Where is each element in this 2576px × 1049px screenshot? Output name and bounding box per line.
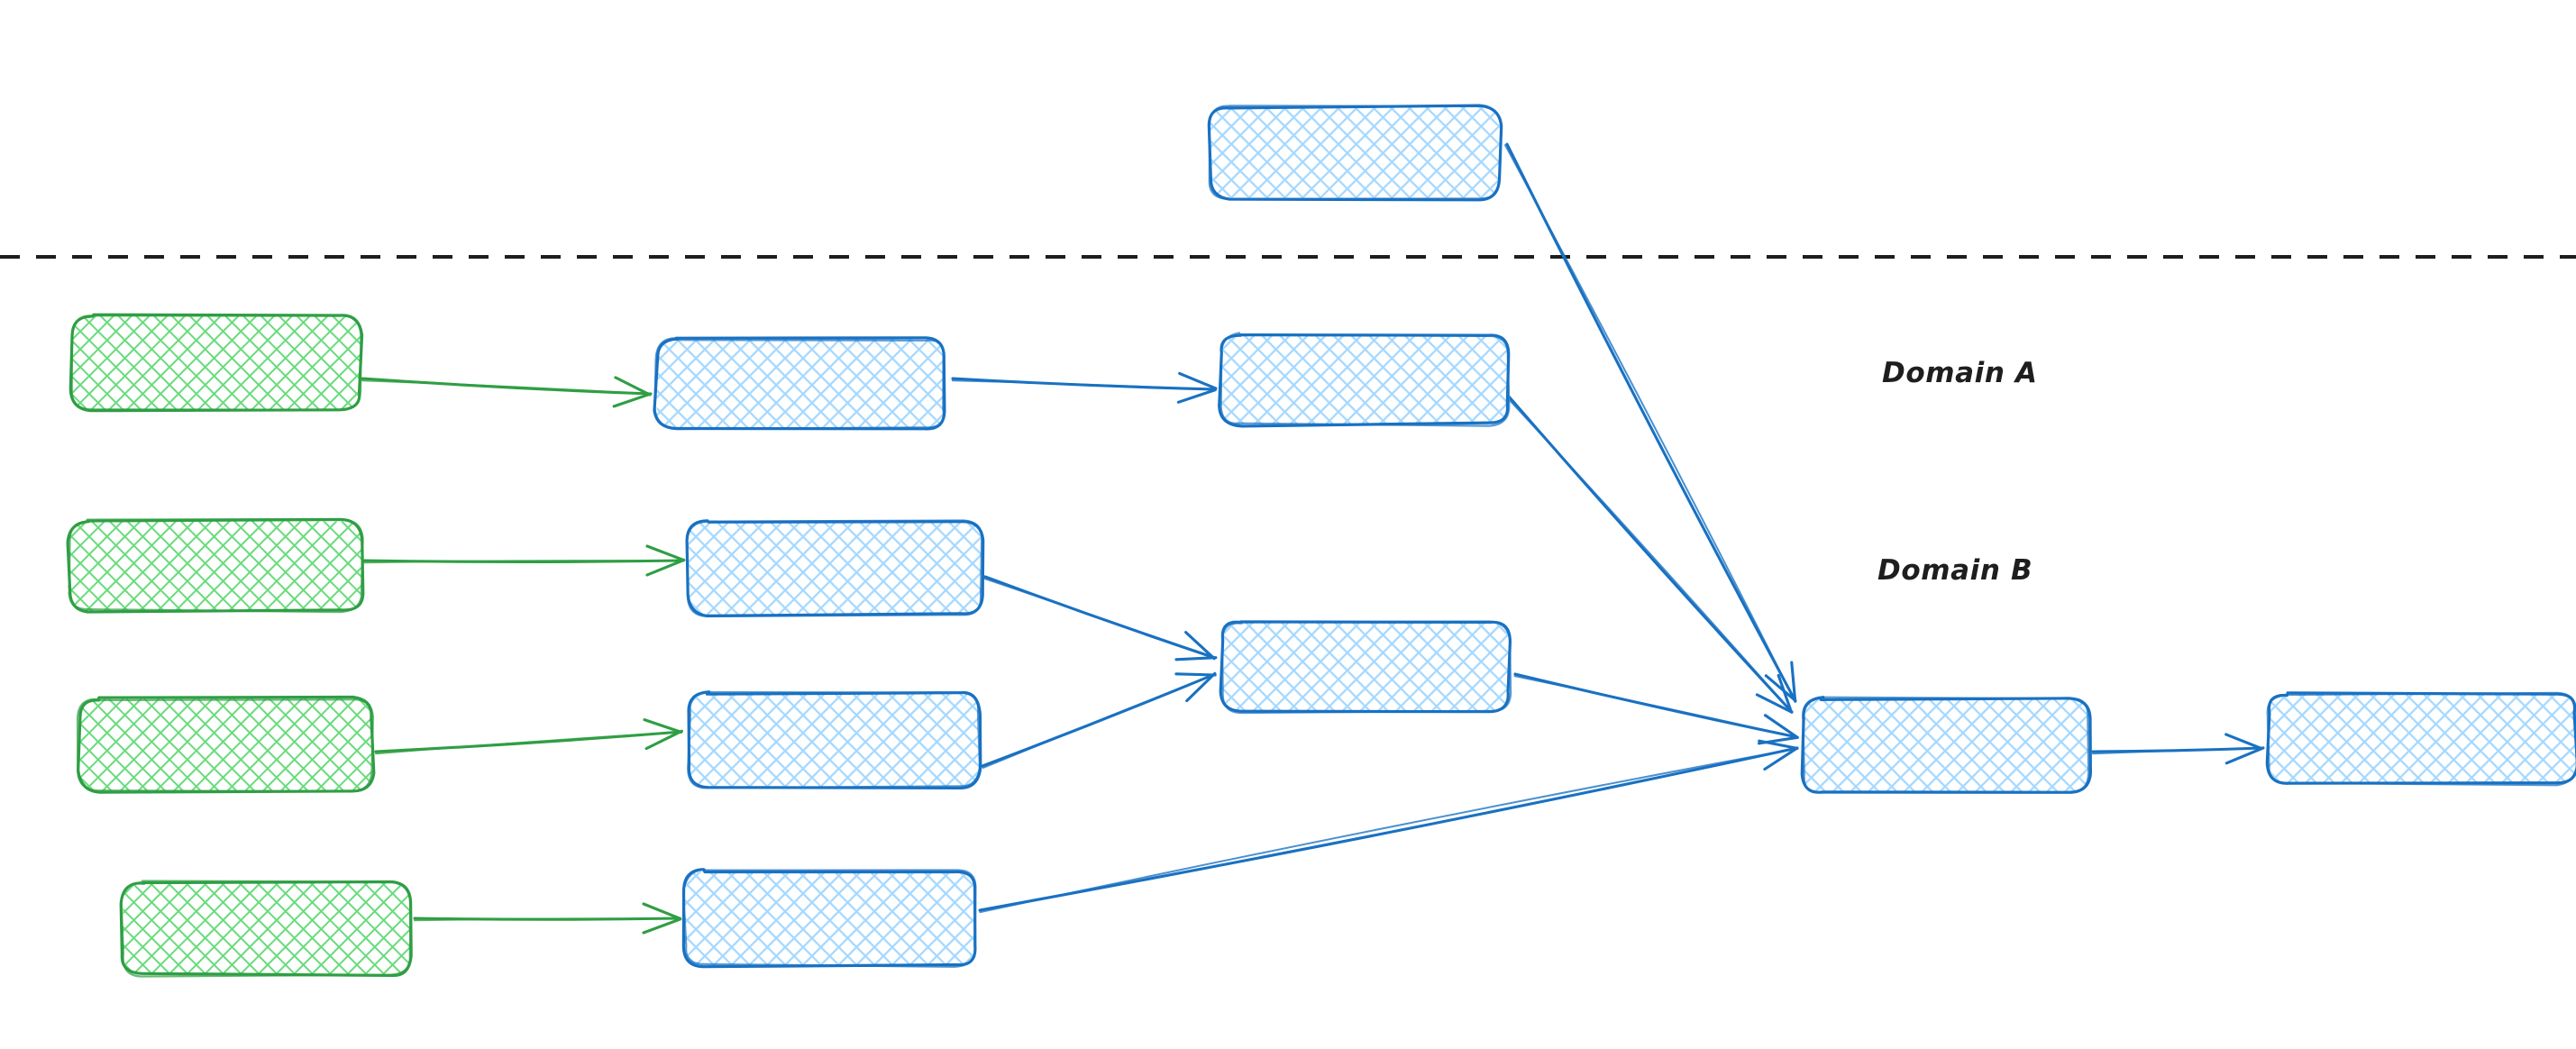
- edge-shaft: [978, 746, 1799, 912]
- arrowhead-stroke-0: [1763, 746, 1799, 771]
- edge-shaft: [414, 917, 681, 922]
- arrowhead-stroke-1: [1178, 371, 1218, 390]
- edge-e-a2[interactable]: [951, 371, 1218, 404]
- node-a-top[interactable]: [1207, 104, 1503, 202]
- arrowhead-stroke-1: [614, 376, 652, 397]
- edges-layer: [361, 142, 2265, 935]
- node-fill: [1220, 621, 1511, 713]
- node-a-source[interactable]: [69, 313, 364, 413]
- label-domain-b: Domain B: [1877, 554, 2033, 587]
- node-outline: [1208, 105, 1503, 200]
- edge-shaft: [983, 578, 1216, 660]
- edge-shaft: [1504, 144, 1796, 703]
- arrowhead-stroke-0: [644, 729, 683, 751]
- node-fill: [1210, 105, 1501, 198]
- node-b-hub[interactable]: [1219, 620, 1512, 715]
- node-outline: [687, 690, 981, 789]
- node-b-mid-2[interactable]: [687, 690, 982, 789]
- arrowhead-stroke-0: [1764, 674, 1797, 702]
- arrowhead-stroke-1: [643, 718, 683, 734]
- node-a-right[interactable]: [1218, 332, 1511, 428]
- arrowhead-stroke-0: [1176, 388, 1217, 404]
- edge-e-b5[interactable]: [981, 671, 1217, 769]
- arrowhead-stroke-0: [1755, 693, 1794, 714]
- node-outline: [1220, 620, 1512, 715]
- node-b-mid-3[interactable]: [681, 868, 977, 969]
- node-outline: [1802, 696, 2090, 794]
- edge-shaft: [363, 560, 684, 564]
- edge-shaft: [361, 379, 652, 396]
- node-fill: [78, 698, 372, 792]
- edge-e-x2[interactable]: [1506, 395, 1794, 714]
- arrowhead-stroke-0: [1174, 656, 1218, 661]
- arrowhead-stroke-0: [2224, 746, 2265, 765]
- arrowhead-stroke-1: [2224, 733, 2263, 750]
- arrowhead-stroke-1: [645, 544, 686, 562]
- edge-e-b8[interactable]: [2091, 733, 2265, 765]
- node-b-mid-1[interactable]: [685, 519, 985, 618]
- node-fill: [688, 520, 982, 616]
- edge-e-b7[interactable]: [978, 739, 1799, 914]
- node-b-source-2[interactable]: [76, 695, 376, 794]
- nodes-layer: [66, 104, 2576, 978]
- node-outline: [70, 315, 362, 411]
- label-domain-a: Domain A: [1882, 357, 2038, 389]
- edge-e-a1[interactable]: [361, 376, 653, 408]
- node-fill: [71, 315, 361, 410]
- edge-e-x1[interactable]: [1504, 142, 1797, 703]
- edge-e-b6[interactable]: [1513, 672, 1799, 745]
- arrowhead-stroke-0: [1185, 671, 1217, 703]
- node-fill: [1219, 334, 1510, 425]
- node-outline: [68, 517, 364, 614]
- arrowhead-stroke-1: [1174, 672, 1217, 677]
- edge-shaft: [375, 731, 682, 755]
- edge-shaft: [2092, 747, 2263, 755]
- edge-shaft: [1506, 397, 1793, 714]
- arrowhead-stroke-0: [612, 392, 652, 408]
- node-outline: [682, 868, 977, 968]
- arrowhead-stroke-1: [1763, 714, 1798, 738]
- node-fill: [68, 520, 362, 612]
- arrowhead-stroke-0: [642, 917, 682, 935]
- node-fill: [655, 338, 945, 430]
- edge-e-b2[interactable]: [374, 718, 683, 755]
- edge-e-b1[interactable]: [362, 544, 686, 577]
- arrowhead-stroke-1: [1184, 631, 1216, 661]
- node-a-mid[interactable]: [653, 336, 946, 431]
- node-fill: [1803, 698, 2089, 794]
- node-fill: [123, 881, 411, 975]
- edge-shaft: [979, 747, 1799, 914]
- node-b-sink[interactable]: [2265, 691, 2576, 787]
- edge-e-b3[interactable]: [413, 902, 682, 935]
- node-outline: [686, 519, 983, 618]
- edge-shaft: [1513, 675, 1798, 739]
- node-outline: [120, 880, 412, 978]
- arrowhead-stroke-1: [642, 902, 682, 920]
- node-b-aggregate[interactable]: [1800, 696, 2092, 794]
- edge-shaft: [951, 379, 1216, 391]
- node-outline: [1219, 332, 1511, 427]
- node-fill: [684, 870, 976, 966]
- edge-shaft: [982, 673, 1217, 769]
- node-fill: [2268, 693, 2576, 784]
- node-outline: [653, 337, 945, 431]
- arrowhead-stroke-0: [645, 558, 686, 577]
- node-outline: [76, 698, 374, 793]
- edge-e-b4[interactable]: [983, 575, 1218, 661]
- node-outline: [2266, 691, 2576, 787]
- node-b-source-3[interactable]: [119, 880, 413, 978]
- node-fill: [689, 692, 981, 788]
- arrowhead-stroke-1: [1790, 661, 1797, 703]
- arrowhead-stroke-1: [1758, 739, 1799, 750]
- arrowhead-stroke-1: [1777, 673, 1794, 714]
- node-b-source-1[interactable]: [66, 517, 365, 614]
